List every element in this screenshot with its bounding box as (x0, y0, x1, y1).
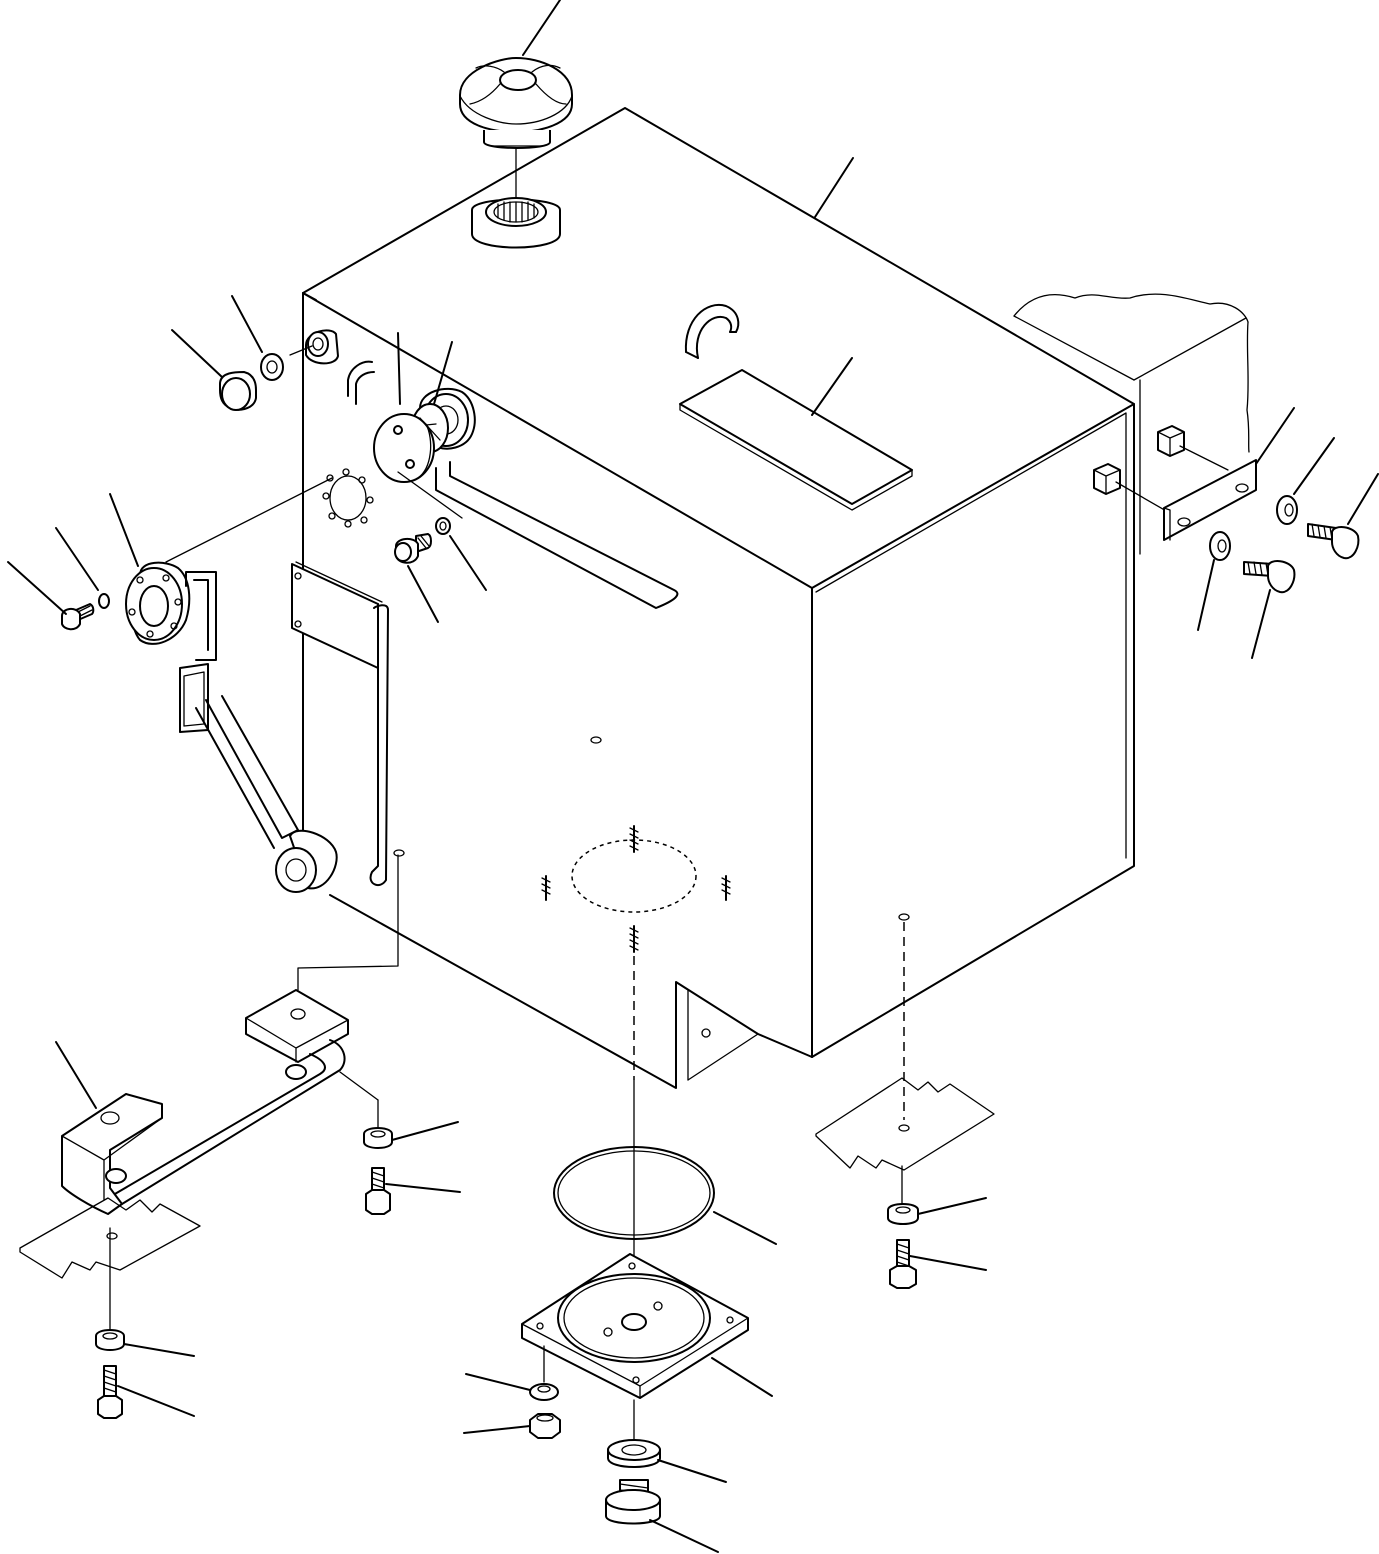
mount-washers (95, 1071, 987, 1357)
breather-fitting (289, 329, 375, 405)
float-gauge-flange (109, 493, 191, 645)
bottom-cover-plate (521, 1253, 773, 1441)
float-gauge-washer (55, 527, 110, 609)
float-gauge-bolt (7, 561, 95, 631)
sight-gauge-washer (397, 471, 487, 591)
mount-bolts (97, 1167, 987, 1419)
mounting-bracket-left (55, 854, 399, 1215)
mounting-wall (1013, 293, 1250, 555)
cover-nut (463, 1413, 561, 1439)
drain-plug (605, 1479, 719, 1553)
floor-segment-left (19, 1197, 201, 1279)
breather-plug (171, 329, 257, 411)
breather-washer (231, 295, 284, 381)
floor-segment-right (815, 922, 995, 1171)
side-plate (291, 561, 389, 887)
filler-cap (459, 0, 573, 149)
filler-neck (471, 147, 561, 249)
cover-washer (465, 1373, 559, 1401)
return-pipe (435, 461, 679, 609)
drain-plug-washer (607, 1439, 727, 1483)
sight-gauge-bolt (394, 533, 439, 623)
bottom-port (541, 825, 731, 1080)
float-arm (179, 571, 338, 893)
tank-body (302, 107, 1135, 1089)
tank-body-leader (814, 157, 854, 218)
side-strap (1163, 407, 1295, 541)
nameplate (679, 357, 913, 511)
gauge-port (165, 468, 374, 563)
lifting-hook (684, 303, 740, 359)
strap-washers (1197, 437, 1335, 631)
side-strap-assembly (1093, 425, 1229, 513)
sight-gauge-flange (373, 413, 435, 483)
strap-bolts (1243, 473, 1379, 659)
